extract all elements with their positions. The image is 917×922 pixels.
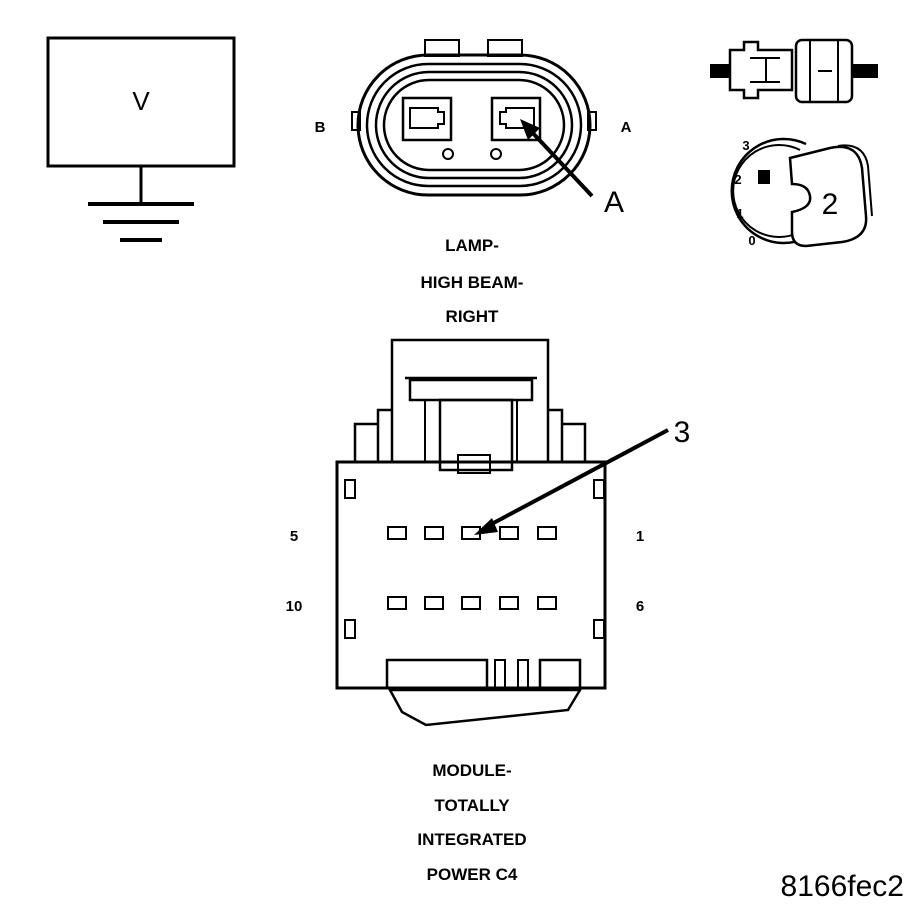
bottom-key-left [385,658,489,690]
module-title-line-3: INTEGRATED [417,830,526,849]
bottom-key-right [538,658,582,690]
cavity-pin-4 [424,526,444,540]
module-title-line-4: POWER C4 [427,865,518,884]
module-pin-label-1: 1 [636,528,644,545]
callout-2-label: 2 [822,188,839,221]
cavity-pin-5 [387,526,407,540]
callout-3-label: 3 [674,416,691,449]
cavity-b [401,96,453,142]
probe-lead-left [710,64,730,78]
lamp-pin-a-label: A [621,119,632,136]
ground-icon [88,202,194,242]
connector-shell [356,53,592,197]
male-terminal-icon [728,40,794,100]
cavity-pin-7 [499,596,519,610]
gauge-scale-2: 2 [734,172,741,187]
cavity-pin-10 [387,596,407,610]
lamp-title-line-2: HIGH BEAM- [421,273,524,292]
probe-body-icon [788,145,868,248]
voltmeter-symbol: V [46,36,236,242]
probe-legend: 3 2 1 0 2 [710,38,878,248]
callout-3-arrowhead [474,518,498,535]
side-tab-left [351,111,361,131]
gauge-dial [730,137,807,245]
cavity-row-bottom [387,596,557,610]
figure-code: 8166fec2 [781,870,904,903]
latch-bar [408,378,534,402]
module-pin-label-10: 10 [286,598,303,615]
latch-tongue [438,398,514,472]
cavity-pin-9 [424,596,444,610]
cavity-pin-1 [537,526,557,540]
probe-lead-right [852,64,878,78]
lamp-title-line-1: LAMP- [445,236,499,255]
gauge-marker [758,170,770,184]
cavity-pin-2 [499,526,519,540]
module-c4-connector: 5 1 10 6 3 MODULE- TOTALLY INTEGRATED PO… [286,338,691,884]
callout-3-arrow [485,428,669,529]
callout-a-label: A [604,186,624,219]
module-pin-label-5: 5 [290,528,298,545]
gauge-scale-0: 0 [748,233,755,248]
module-pin-label-6: 6 [636,598,644,615]
lamp-pin-b-label: B [315,119,326,136]
cavity-a [490,96,542,142]
callout-a-arrowhead [520,119,540,140]
lamp-title-line-3: RIGHT [446,307,500,326]
bottom-ramp [387,688,583,727]
side-tab-right [587,111,597,131]
cavity-row-top [387,526,557,540]
voltmeter-v-label: V [132,86,150,116]
gauge-scale-1: 1 [736,206,743,221]
terminal-b [409,107,445,129]
gauge-scale-3: 3 [742,138,749,153]
module-title-line-2: TOTALLY [434,796,510,815]
module-title-line-1: MODULE- [432,761,511,780]
cavity-pin-6 [537,596,557,610]
latch-tower-outline [390,338,550,462]
cavity-pin-8 [461,596,481,610]
callout-a-arrow [528,128,594,198]
lamp-high-beam-connector: B A A LAMP- HIGH BEAM- RIGHT [315,39,632,326]
connector-body [335,460,607,690]
